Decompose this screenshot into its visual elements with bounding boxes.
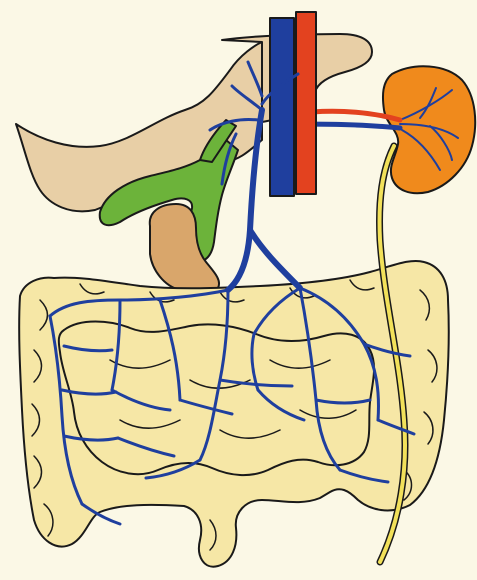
aorta <box>296 12 316 194</box>
vena-cava <box>270 18 294 196</box>
